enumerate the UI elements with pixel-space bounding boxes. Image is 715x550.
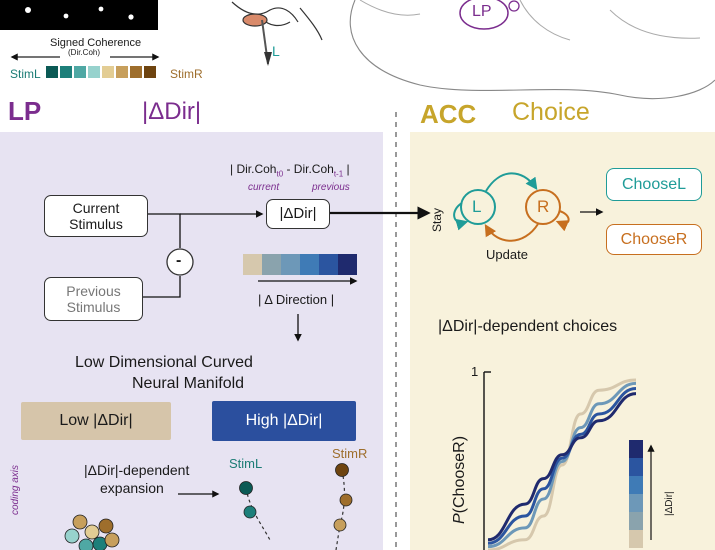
delta-direction-swatch: [243, 254, 262, 275]
expansion-line1: |ΔDir|-dependent: [84, 462, 190, 478]
expansion-line2: expansion: [100, 480, 164, 496]
coherence-swatch: [60, 66, 72, 78]
previous-stimulus-line2: Stimulus: [66, 299, 121, 315]
stay-label: Stay: [430, 207, 444, 232]
coherence-swatches: [46, 66, 156, 78]
brain-outline: [349, 0, 715, 100]
delta-direction-swatch: [319, 254, 338, 275]
state-R-node: [525, 189, 561, 225]
coherence-swatch: [130, 66, 142, 78]
update-label: Update: [486, 247, 528, 262]
manifold-title-line2: Neural Manifold: [132, 375, 245, 392]
manifold-stimL-label: StimL: [229, 456, 263, 471]
delta-dir-colorbar: [629, 440, 643, 548]
y-axis-label: P(ChooseR): [451, 435, 468, 524]
colorbar-swatch: [629, 458, 643, 476]
previous-caption: previous: [312, 182, 350, 193]
formula-sub-current: t0: [276, 169, 284, 179]
coherence-swatch: [116, 66, 128, 78]
delta-direction-swatches: [243, 254, 357, 275]
current-stimulus-box: Current Stimulus: [44, 195, 148, 237]
R-to-L-arrow: [484, 223, 539, 242]
lp-region-outline: [459, 0, 509, 30]
current-stimulus-line2: Stimulus: [69, 216, 123, 232]
stim-left-label: StimL: [10, 67, 41, 81]
formula-sub-previous: t-1: [333, 169, 344, 179]
coherence-swatch: [144, 66, 156, 78]
delta-direction-swatch: [338, 254, 357, 275]
state-L-node: [460, 189, 496, 225]
node-L-label: L: [472, 197, 482, 216]
previous-stimulus-box: Previous Stimulus: [44, 277, 143, 321]
mouse-sketch: [231, 1, 323, 41]
choose-right-box: ChooseR: [606, 224, 702, 255]
high-delta-label: High |ΔDir|: [212, 401, 356, 441]
L-stay-loop: [453, 202, 469, 231]
delta-direction-swatch: [281, 254, 300, 275]
stim-right-label: StimR: [170, 67, 203, 81]
previous-stimulus-line1: Previous: [66, 283, 121, 299]
coding-axis-label: coding axis: [10, 464, 21, 515]
delta-direction-swatch: [262, 254, 281, 275]
psychometric-curve-1: [487, 378, 637, 550]
acc-title: ACC: [420, 99, 477, 129]
colorbar-swatch: [629, 494, 643, 512]
stimL-point: [239, 481, 253, 495]
lp-subtitle: |ΔDir|: [142, 98, 202, 125]
formula-suffix: |: [343, 162, 350, 176]
coherence-swatch: [88, 66, 100, 78]
lp-title: LP: [8, 96, 42, 126]
colorbar-swatch: [629, 512, 643, 530]
psychometric-curves: [487, 378, 637, 550]
choices-title: |ΔDir|-dependent choices: [438, 318, 618, 335]
stimR-point: [335, 463, 349, 477]
subtract-node: [166, 248, 194, 276]
electrode-label: L: [272, 43, 280, 59]
y-axis-label-text: (ChooseR): [451, 435, 468, 514]
coherence-swatch: [46, 66, 58, 78]
signed-coherence-label: Signed Coherence: [50, 37, 142, 49]
y-axis-top-label: 1: [471, 364, 479, 379]
manifold-title-line1: Low Dimensional Curved: [75, 354, 253, 371]
colorbar-swatch: [629, 530, 643, 548]
lp-region-label: LP: [472, 3, 492, 20]
formula-mid: - Dir.Coh: [283, 162, 334, 176]
colorbar-swatch: [629, 476, 643, 494]
dir-coh-label: (Dir.Coh): [68, 48, 101, 57]
coherence-axis-label: oherence: [0, 437, 3, 504]
low-delta-label: Low |ΔDir|: [21, 402, 171, 440]
current-stimulus-line1: Current: [72, 200, 120, 216]
choose-left-box: ChooseL: [606, 168, 702, 201]
delta-direction-swatch: [300, 254, 319, 275]
minus-symbol: -: [176, 252, 182, 269]
current-caption: current: [248, 182, 280, 193]
delta-direction-label: | Δ Direction |: [258, 292, 335, 307]
manifold-low-cluster: [64, 514, 120, 550]
L-to-R-arrow: [485, 172, 538, 192]
delta-formula: | Dir.Coht0 - Dir.Coht-1 |: [230, 162, 350, 178]
coherence-swatch: [102, 66, 114, 78]
delta-dir-box: |ΔDir|: [266, 199, 330, 229]
R-stay-loop: [555, 210, 570, 232]
manifold-stimR-label: StimR: [332, 446, 368, 461]
colorbar-swatch: [629, 440, 643, 458]
stimulus-screen: [0, 0, 158, 30]
coherence-swatch: [74, 66, 86, 78]
acc-subtitle: Choice: [512, 98, 590, 126]
psychometric-curve-3: [487, 387, 637, 545]
colorbar-label: |ΔDir|: [664, 491, 675, 516]
psychometric-curve-2: [487, 381, 637, 549]
psychometric-curve-4: [487, 392, 637, 542]
node-R-label: R: [537, 197, 550, 216]
formula-prefix: | Dir.Coh: [230, 162, 277, 176]
